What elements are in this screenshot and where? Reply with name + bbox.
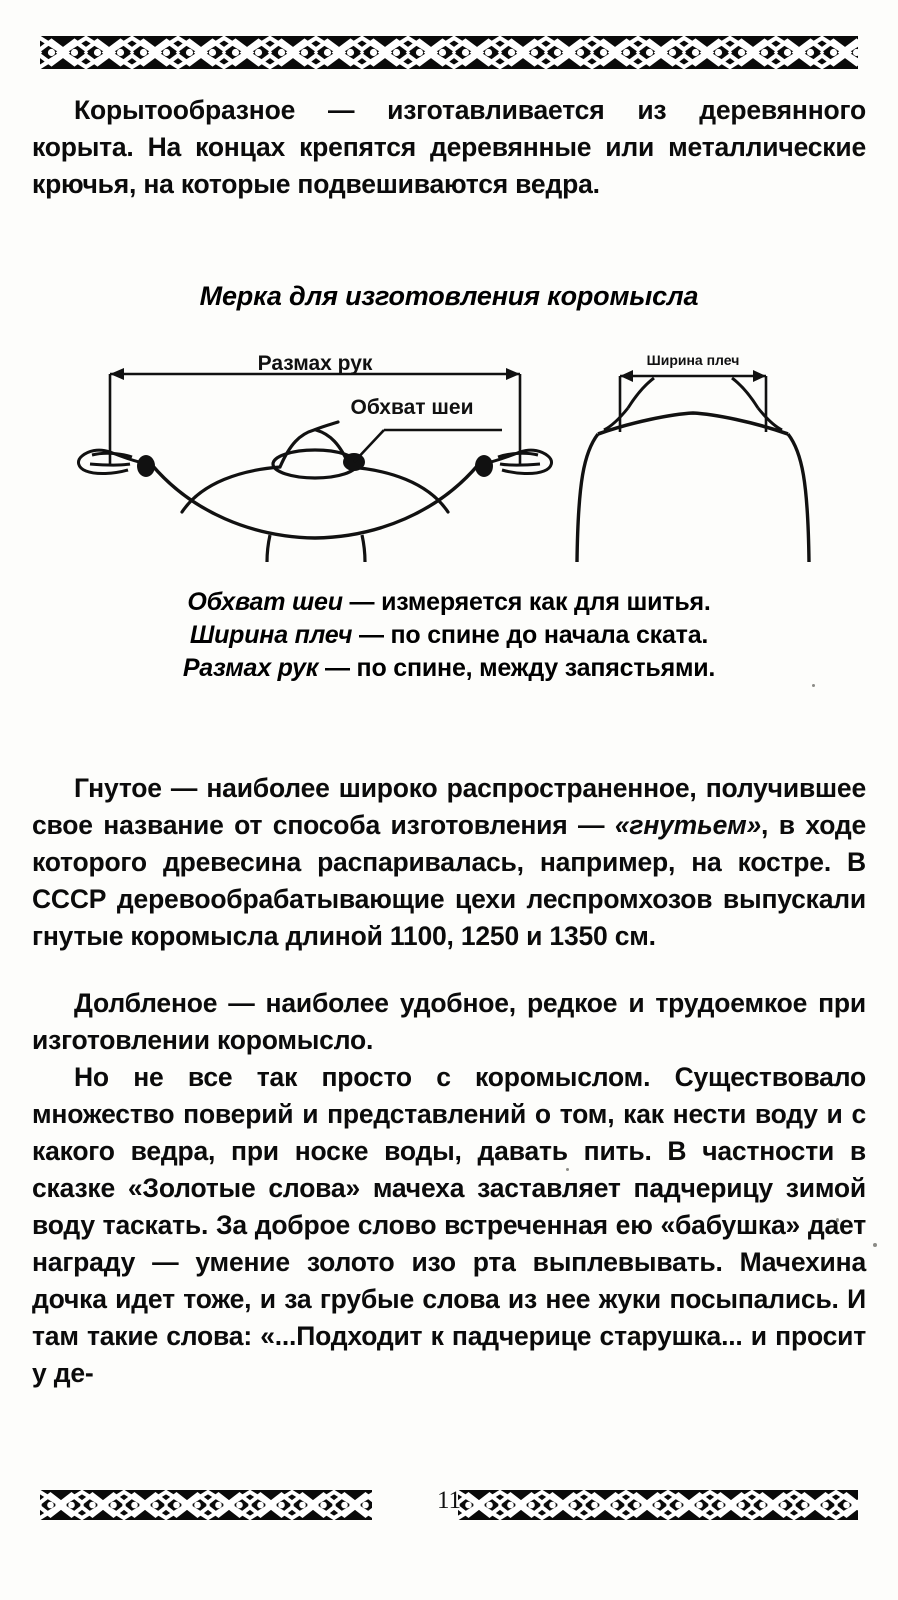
hollowed-text: — наиболее удобное, редкое и трудоемкое …: [32, 988, 866, 1055]
paragraph-bent-type: Гнутое — наиболее широко распространенно…: [32, 770, 866, 955]
paragraph-trough-type: Корытообразное — изготавливается из дере…: [32, 92, 866, 203]
term-trough-type: Корытообразное: [74, 95, 296, 125]
shoulders-width-diagram: [575, 370, 811, 562]
caption-shoulder-width: Ширина плеч — по спине до начала ската.: [32, 619, 866, 652]
bent-italic-term: «гнутьем»: [614, 810, 762, 840]
back-with-outstretched-arms-diagram: [77, 368, 553, 562]
label-neck-girth: Обхват шеи: [351, 396, 474, 419]
bent-text-before: — наиболее широко распространенное, полу…: [32, 773, 866, 840]
caption-term: Ширина плеч: [189, 621, 353, 649]
bent-text-after: , в ходе которого древесина распаривалас…: [32, 810, 866, 951]
scan-speck: [812, 684, 815, 687]
scan-speck: [566, 1168, 569, 1171]
caption-neck-girth: Обхват шеи — измеряется как для шитья.: [32, 586, 866, 619]
caption-term: Обхват шеи: [187, 588, 343, 616]
paragraph-trough-text: — изготавливается из деревянного корыта.…: [32, 95, 866, 199]
caption-text: — измеряется как для шитья.: [342, 588, 711, 616]
term-hollowed-type: Долбленое: [74, 988, 218, 1018]
measurement-figure: Размах рук Обхват шеи: [32, 352, 866, 562]
figure-captions: Обхват шеи — измеряется как для шитья. Ш…: [32, 586, 866, 685]
page-number: 11: [436, 1487, 462, 1514]
label-arm-span: Размах рук: [258, 352, 373, 375]
figure-title: Мерка для изготовления коромысла: [199, 281, 699, 311]
ornament-band-bottom-right: [458, 1490, 858, 1520]
caption-text: — по спине, между запястьями.: [318, 654, 716, 682]
celtic-knot-icon: [40, 1490, 372, 1520]
ornament-band-bottom-left: [40, 1490, 372, 1520]
scan-speck: [873, 1243, 877, 1247]
ornament-band-top: [40, 36, 858, 69]
measurement-diagrams: Размах рук Обхват шеи: [77, 352, 811, 562]
label-shoulder-width: Ширина плеч: [647, 352, 740, 368]
caption-text: — по спине до начала ската.: [352, 621, 709, 649]
celtic-knot-icon: [40, 36, 858, 69]
paragraph-beliefs: Но не все так просто с коромыслом. Сущес…: [32, 1059, 866, 1392]
caption-term: Размах рук: [182, 654, 319, 682]
paragraph-hollowed-type: Долбленое — наиболее удобное, редкое и т…: [32, 985, 866, 1059]
scan-speck: [836, 1218, 839, 1222]
beliefs-text: Но не все так просто с коромыслом. Сущес…: [32, 1062, 866, 1388]
caption-arm-span: Размах рук — по спине, между запястьями.: [32, 652, 866, 685]
term-bent-type: Гнутое: [74, 773, 162, 803]
celtic-knot-icon: [458, 1490, 858, 1520]
